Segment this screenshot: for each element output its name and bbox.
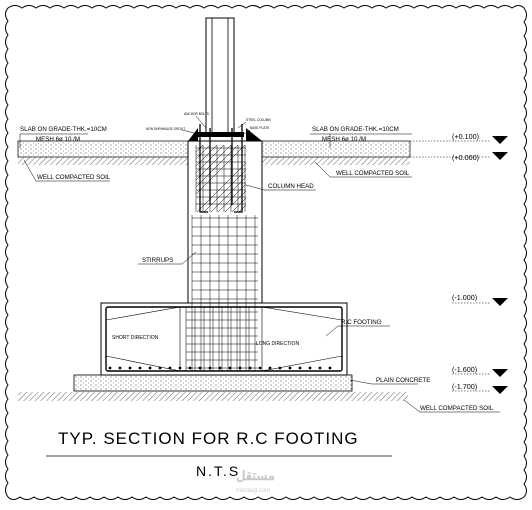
steel-column-label: STEEL COLUMN [246, 118, 271, 122]
soil-left-label: WELL COMPACTED SOIL [37, 174, 111, 181]
pedestal-rebar-grid [191, 215, 258, 371]
base-plate-label: BASE PLATE [250, 126, 269, 130]
anchor-bolts [199, 124, 243, 213]
anchor-bolts-label: ANCHOR BOLTS [184, 112, 209, 116]
soil-hatch-bottom [18, 392, 408, 401]
level-markers [492, 136, 508, 394]
watermark-latin: mostaql.com [236, 488, 270, 494]
slab-left-line1: SLAB ON GRADE-THK.=10CM [20, 126, 107, 133]
level-plus-0-100: (+0.100) [452, 132, 479, 141]
level-lines [410, 140, 490, 392]
slab-left [17, 140, 189, 158]
soil-hatch-right [262, 157, 410, 165]
long-direction-label: LONG DIRECTION [256, 341, 299, 347]
scalloped-border [5, 5, 527, 500]
grout-label: NON SHRINKAGE GROUT [146, 127, 185, 131]
plain-concrete [73, 374, 353, 392]
level-minus-1-600: (-1.600) [452, 365, 477, 374]
grout-right [246, 128, 262, 141]
leader-lines [19, 115, 500, 413]
level-plus-0-000: (+0.000) [452, 153, 479, 162]
long-direction-bars [261, 306, 343, 372]
rc-footing-label: R.C FOOTING [341, 319, 382, 326]
watermark-arabic: مستقل [236, 468, 275, 483]
level-minus-1-000: (-1.000) [452, 293, 477, 302]
soil-bottom-label: WELL COMPACTED SOIL [420, 405, 494, 412]
drawing-title: TYP. SECTION FOR R.C FOOTING [58, 429, 359, 448]
slab-right [261, 140, 411, 158]
short-direction-label: SHORT DIRECTION [112, 335, 159, 341]
column-head-cage [195, 144, 247, 213]
slab-left-line2: MESH 6ø 10 /M [36, 136, 80, 143]
watermark: مستقل mostaql.com [236, 468, 275, 494]
slab-right-line2: MESH 6ø 10 /M [322, 136, 366, 143]
soil-right-label: WELL COMPACTED SOIL [336, 170, 410, 177]
slab-right-line1: SLAB ON GRADE-THK.=10CM [312, 126, 399, 133]
stirrups-label: STIRRUPS [142, 257, 173, 264]
footing-rebar-grid [185, 307, 258, 371]
level-minus-1-700: (-1.700) [452, 382, 477, 391]
footing-bottom-dots [108, 366, 332, 370]
footing-bar-outline [105, 306, 343, 372]
soil-hatch-left [18, 157, 188, 165]
grout-left [188, 128, 198, 141]
column-head-label: COLUMN HEAD [268, 183, 314, 190]
drawing-scale: N.T.S [196, 463, 240, 479]
short-direction-bars [105, 306, 181, 372]
steel-column [196, 17, 244, 137]
plain-concrete-label: PLAIN CONCRETE [376, 377, 430, 384]
